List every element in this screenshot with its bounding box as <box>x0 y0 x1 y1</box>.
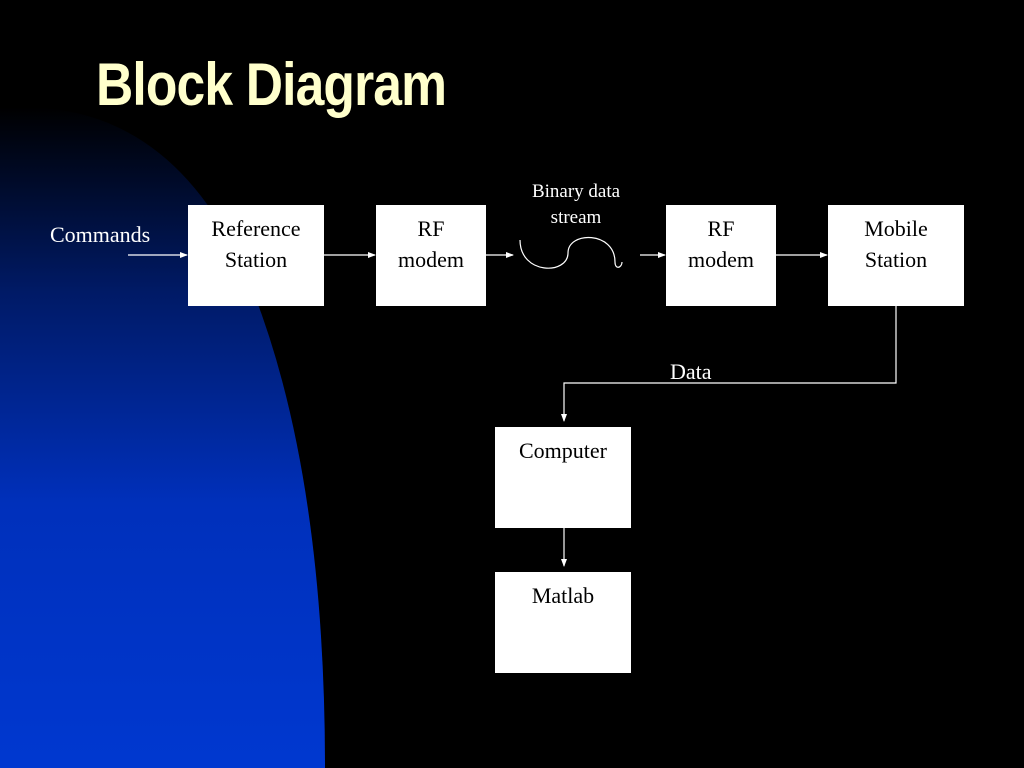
reference-station-line1: Reference <box>211 216 301 241</box>
rf-modem-tx-block: RF modem <box>376 205 486 306</box>
binary-stream-label-line2: stream <box>550 207 602 228</box>
data-label: Data <box>670 359 712 384</box>
binary-stream-label: Binary data stream <box>514 179 638 231</box>
binary-stream-label-line1: Binary data <box>531 181 621 202</box>
rf-modem-tx-line1: RF <box>417 216 445 241</box>
mobile-station-block: Mobile Station <box>828 205 964 306</box>
computer-label: Computer <box>519 438 607 463</box>
matlab-label: Matlab <box>531 583 595 608</box>
mobile-station-line2: Station <box>864 247 928 272</box>
reference-station-line2: Station <box>224 247 288 272</box>
rf-modem-rx-block: RF modem <box>666 205 776 306</box>
matlab-block: Matlab <box>495 572 631 673</box>
computer-block: Computer <box>495 427 631 528</box>
reference-station-block: Reference Station <box>188 205 324 306</box>
mobile-station-line1: Mobile <box>864 216 928 241</box>
rf-modem-rx-line1: RF <box>707 216 735 241</box>
mobile-to-computer-connector <box>561 306 897 422</box>
rf-modem-tx-line2: modem <box>398 247 464 272</box>
commands-label: Commands <box>50 222 151 247</box>
binary-wave-icon <box>519 237 623 269</box>
rf-modem-rx-line2: modem <box>688 247 754 272</box>
slide-title: Block Diagram <box>96 51 447 118</box>
